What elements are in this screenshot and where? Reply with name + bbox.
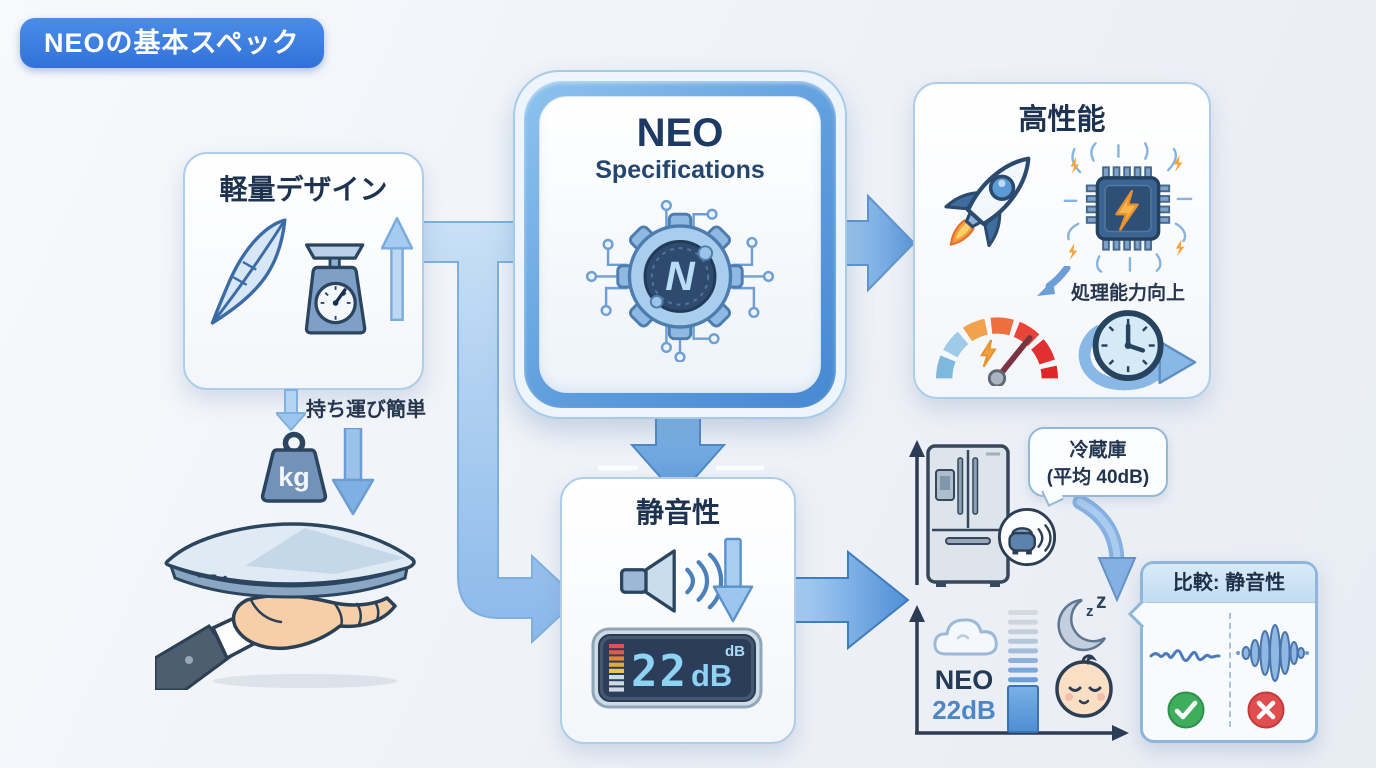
- check-circle-icon: [1167, 691, 1205, 729]
- feather-icon: [210, 218, 287, 325]
- rocket-icon: [944, 156, 1031, 248]
- cloud-icon: [933, 618, 998, 656]
- svg-text:dB: dB: [691, 658, 732, 693]
- fridge-callout-line1: 冷蔵庫: [1069, 440, 1127, 461]
- quiet-waveform-icon: [1149, 649, 1221, 662]
- refrigerator-icon: [926, 444, 1010, 587]
- quiet-down-arrow-icon: [712, 537, 754, 623]
- neo-title: NEO: [636, 111, 724, 155]
- chart-bar-value: 22dB: [932, 695, 996, 725]
- gauge-icon: [936, 317, 1058, 386]
- neo-gear-circuit-icon: N: [585, 199, 775, 362]
- lightweight-title: 軽量デザイン: [219, 174, 388, 205]
- neo-specifications-box: NEO Specifications: [513, 70, 847, 419]
- compressor-zoom-icon: [997, 507, 1057, 567]
- flow-quiet-to-comparison: [791, 549, 910, 651]
- fridge-callout-bubble: 冷蔵庫 (平均 40dB): [1028, 427, 1168, 507]
- quietness-box: 静音性 22 dB dB: [560, 477, 796, 744]
- flow-fridge-to-comparison: [1072, 494, 1137, 603]
- long-down-arrow-icon: [331, 428, 375, 516]
- svg-text:dB: dB: [725, 643, 745, 660]
- speaker-icon: [619, 549, 724, 613]
- sleep-moon-icon: z z: [1057, 594, 1107, 652]
- svg-text:N: N: [665, 253, 696, 299]
- performance-caption: 処理能力向上: [1071, 283, 1186, 304]
- flow-lightweight-to-neo-and-quiet: [419, 221, 580, 645]
- noise-chart-bar: [1007, 610, 1039, 733]
- up-arrow-icon: [381, 217, 413, 321]
- comparison-title: 比較: 静音性: [1143, 564, 1315, 603]
- performance-title: 高性能: [1018, 104, 1106, 136]
- svg-text:kg: kg: [278, 462, 310, 492]
- comparison-body: [1143, 603, 1315, 735]
- svg-text:z: z: [1086, 603, 1094, 620]
- device-on-hand-illustration: [155, 522, 416, 690]
- clock-speed-icon: [1078, 310, 1197, 391]
- loud-waveform-icon: [1236, 624, 1309, 682]
- decibel-display: 22 dB dB: [591, 627, 763, 709]
- neo-subtitle: Specifications: [595, 156, 765, 184]
- cpu-chip-icon: [1063, 142, 1193, 273]
- lightweight-design-box: 軽量デザイン: [183, 152, 424, 390]
- neo-frame-inner: NEO Specifications: [539, 96, 821, 393]
- page-title-badge: NEOの基本スペック: [20, 18, 324, 68]
- flow-neo-to-performance: [839, 193, 916, 293]
- quietness-title: 静音性: [635, 497, 720, 528]
- carry-caption: 持ち運び簡単: [306, 399, 426, 421]
- comparison-box: 比較: 静音性: [1127, 561, 1318, 743]
- scale-icon: [304, 243, 367, 335]
- fridge-callout-line2: (平均 40dB): [1046, 466, 1150, 488]
- small-down-arrow-icon: [276, 389, 306, 431]
- svg-text:22: 22: [631, 646, 688, 697]
- kg-weight-icon: kg: [260, 431, 328, 503]
- svg-text:z: z: [1096, 594, 1107, 613]
- sleeping-baby-icon: [1055, 654, 1113, 718]
- comparison-divider: [1229, 613, 1231, 727]
- small-downleft-arrow-icon: [1037, 266, 1071, 296]
- high-performance-box: 高性能: [913, 82, 1211, 399]
- cross-circle-icon: [1247, 691, 1285, 729]
- fridge-axis: [909, 440, 925, 585]
- chart-bar-label: NEO: [934, 665, 994, 695]
